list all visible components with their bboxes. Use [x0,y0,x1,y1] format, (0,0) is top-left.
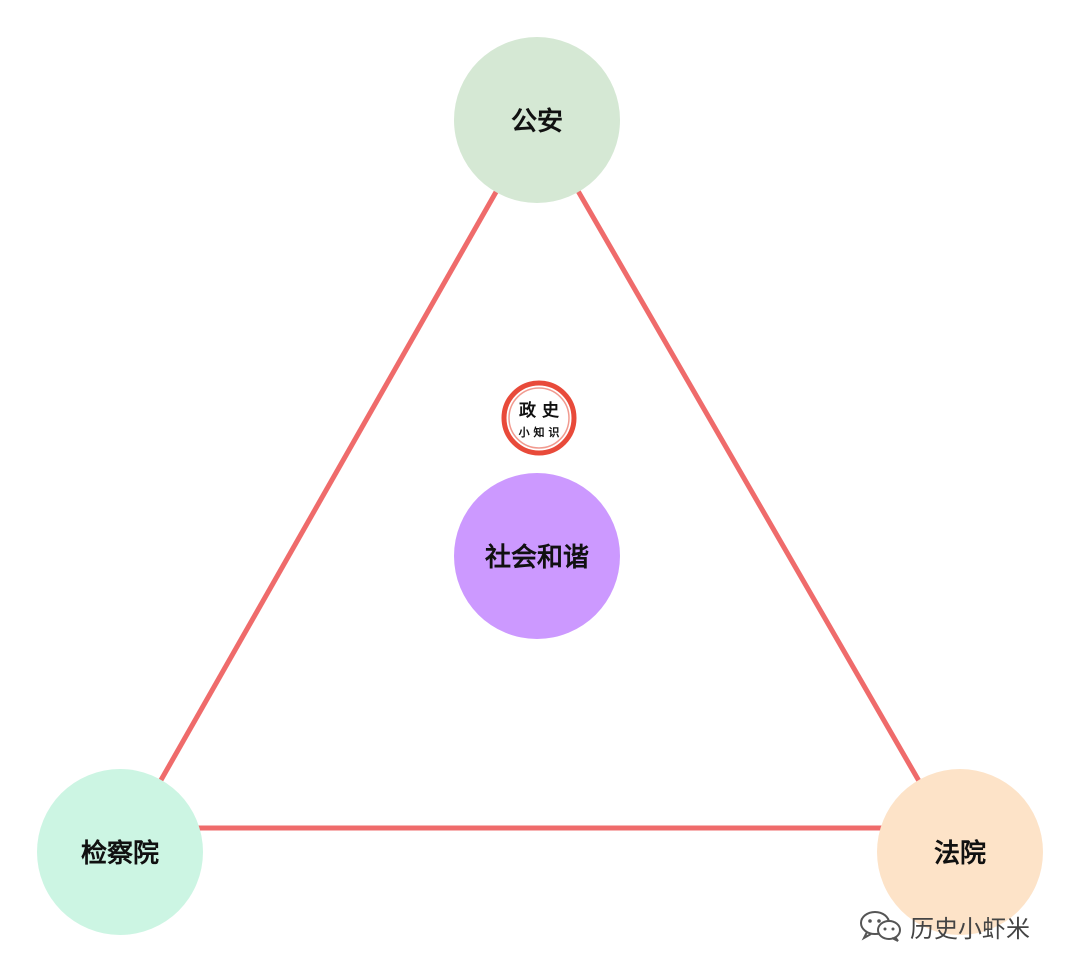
node-fayuan-circle [877,769,1043,935]
edge-gongan-fayuan [534,118,963,854]
edge-gongan-jianchayuan [117,118,540,854]
node-jianchayuan: 检察院 [37,769,203,935]
seal-line1: 政 史 [519,400,560,421]
seal-ring [501,380,577,456]
watermark: 历史小虾米 [858,906,1030,946]
node-gongan: 公安 [454,37,620,203]
watermark-text: 历史小虾米 [910,914,1030,943]
node-jianchayuan-label: 检察院 [81,838,159,869]
node-gongan-label: 公安 [511,107,563,137]
node-gongan-circle [454,37,620,203]
node-fayuan: 法院 [877,769,1043,935]
edges [117,118,963,854]
node-jianchayuan-circle [37,769,203,935]
node-shehuihexie-circle [454,473,620,639]
seal-line2: 小 知 识 [518,425,560,439]
node-shehuihexie-label: 社会和谐 [485,542,589,573]
seal-logo: 政 史 小 知 识 [501,380,577,456]
seal-ring-inner [508,387,570,449]
node-fayuan-label: 法院 [934,838,986,869]
wechat-icon [860,911,901,942]
node-shehuihexie: 社会和谐 [454,473,620,639]
